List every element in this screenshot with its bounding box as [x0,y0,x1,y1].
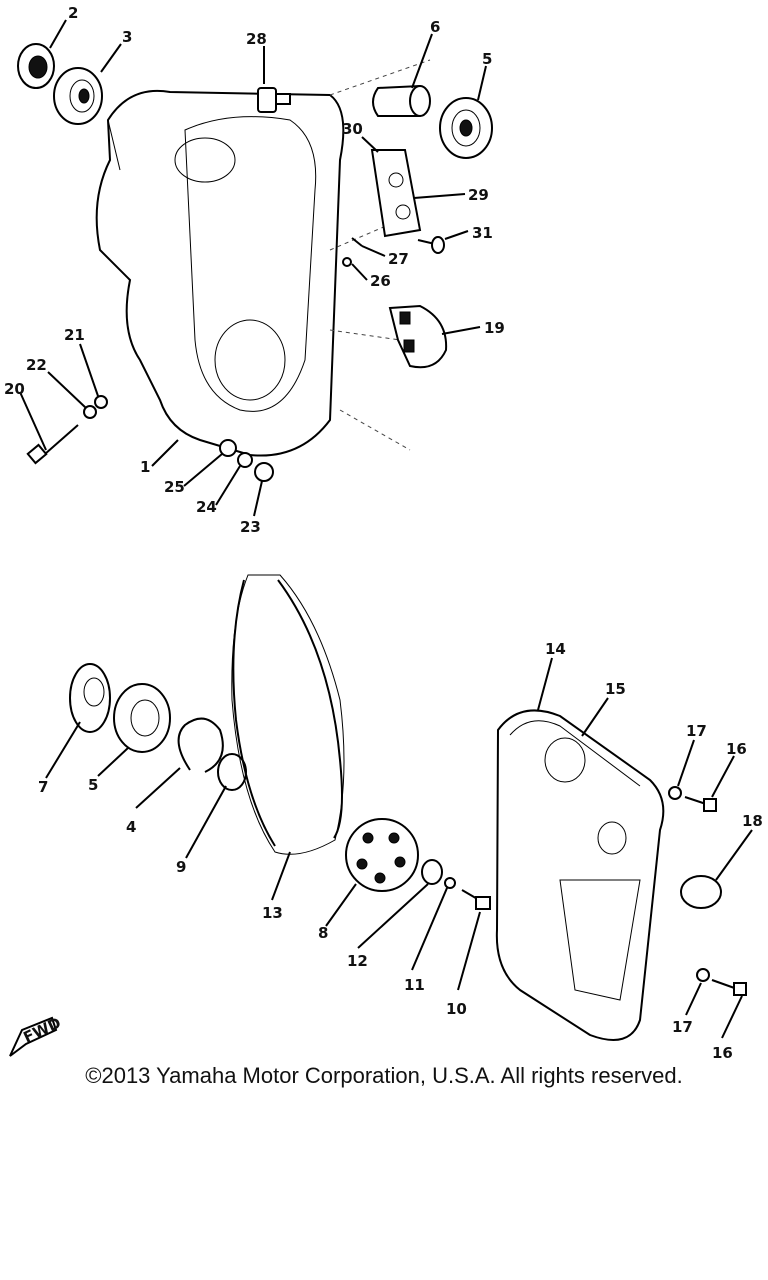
part-8-sprocket [345,818,419,892]
part-13-drive-chain [231,574,345,855]
part-16-17-lower-bolt-washer [696,968,747,996]
part-10-12-bolt-washers [421,859,491,910]
part-7-bearing [69,663,111,733]
forward-arrow-icon: FWD [9,1014,64,1057]
callout-19: 19 [484,319,505,337]
part-2-bearing [17,43,55,89]
callout-13: 13 [262,904,283,922]
copyright-notice: ©2013 Yamaha Motor Corporation, U.S.A. A… [85,1063,683,1088]
fwd-label: FWD [21,1014,64,1047]
callout-24: 24 [196,498,217,516]
callout-5-upper: 5 [482,50,492,68]
part-21-22-washers [83,395,108,419]
callout-31: 31 [472,224,493,242]
callout-1: 1 [140,458,150,476]
part-18-plug [680,875,722,909]
callout-16-upper: 16 [726,740,747,758]
callout-25: 25 [164,478,185,496]
part-26-27-screw [342,237,363,267]
callout-30: 30 [342,120,363,138]
part-6-collar [372,84,431,117]
callout-26: 26 [370,272,391,290]
callout-21: 21 [64,326,85,344]
part-29-30-tensioner [370,149,422,238]
callout-14: 14 [545,640,566,658]
callout-10: 10 [446,1000,467,1018]
part-28-fitting [257,87,291,113]
callout-27: 27 [388,250,409,268]
callout-16-lower: 16 [712,1044,733,1062]
part-31-bolt [417,236,445,254]
part-20-bolt [26,424,79,465]
callout-17-lower: 17 [672,1018,693,1036]
callout-20: 20 [4,380,25,398]
callout-2: 2 [68,4,78,22]
part-3-bearing [53,67,103,125]
callout-29: 29 [468,186,489,204]
part-16-17-upper-bolt-washer [668,786,717,812]
part-1-chain-case-housing [95,59,431,457]
callout-15: 15 [605,680,626,698]
callout-18: 18 [742,812,763,830]
callout-12: 12 [347,952,368,970]
callout-numbers: 1 2 3 4 5 5 6 7 8 9 10 11 12 13 14 15 16… [4,4,763,1062]
callout-23: 23 [240,518,261,536]
callout-17-upper: 17 [686,722,707,740]
callout-5-lower: 5 [88,776,98,794]
part-5-lower-bearing [113,683,171,753]
leader-lines [19,19,753,1039]
callout-11: 11 [404,976,425,994]
callout-7: 7 [38,778,48,796]
callout-6: 6 [430,18,440,36]
callout-9: 9 [176,858,186,876]
part-19-chain-guide [388,304,448,369]
callout-3: 3 [122,28,132,46]
part-23-25-washers-nut [219,439,274,482]
callout-22: 22 [26,356,47,374]
callout-28: 28 [246,30,267,48]
callout-8: 8 [318,924,328,942]
callout-4: 4 [126,818,136,836]
part-4-circlip [177,717,224,773]
part-5-upper-bearing [439,97,493,159]
part-14-15-chain-case-cover [495,709,665,1041]
